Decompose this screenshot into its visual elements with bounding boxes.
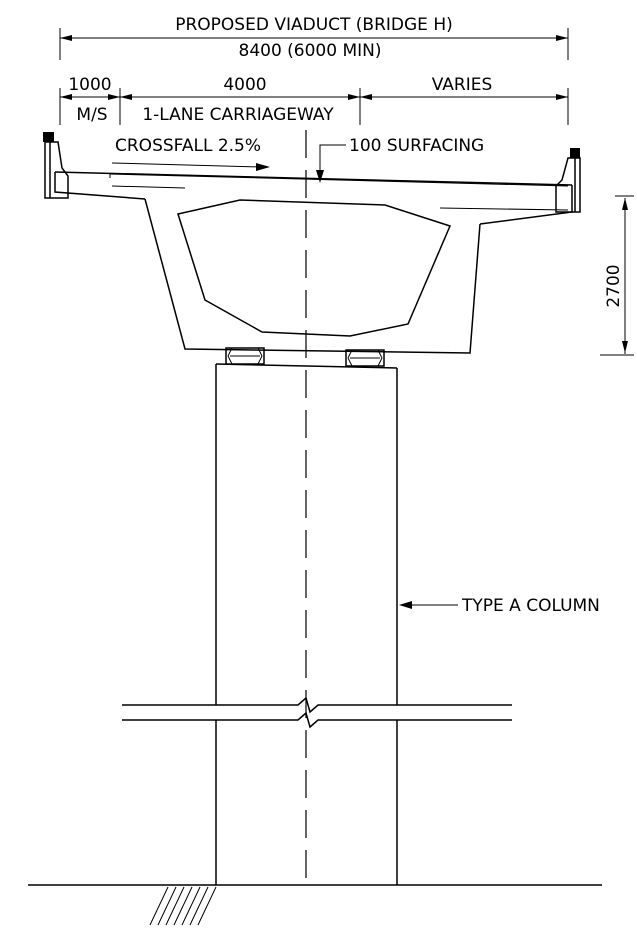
- overall-width-label: 8400 (6000 MIN): [239, 41, 382, 61]
- surfacing-label: 100 SURFACING: [349, 136, 484, 156]
- column-label: TYPE A COLUMN: [461, 596, 600, 616]
- break-line: [122, 696, 512, 729]
- carriageway-label: 1-LANE CARRIAGEWAY: [142, 105, 334, 125]
- column: [215, 363, 398, 885]
- title-label: PROPOSED VIADUCT (BRIDGE H): [175, 15, 453, 35]
- surfacing-leader: [316, 144, 346, 183]
- sub-dimensions: [59, 88, 569, 125]
- dim-left-label: 1000: [68, 75, 111, 95]
- crossfall-label: CROSSFALL 2.5%: [115, 136, 261, 156]
- left-parapet: [43, 132, 69, 199]
- depth-label: 2700: [604, 264, 624, 307]
- bearing-right: [345, 349, 385, 367]
- right-parapet: [555, 148, 581, 213]
- column-leader: [399, 601, 458, 609]
- depth-dimension: [600, 195, 634, 356]
- crossfall-arrow: [111, 162, 270, 171]
- ms-label: M/S: [76, 105, 107, 125]
- overall-dimension: [59, 28, 569, 60]
- ground: [28, 884, 602, 926]
- dim-mid-label: 4000: [223, 75, 266, 95]
- deck-section: [54, 171, 573, 354]
- dim-right-label: VARIES: [432, 75, 493, 95]
